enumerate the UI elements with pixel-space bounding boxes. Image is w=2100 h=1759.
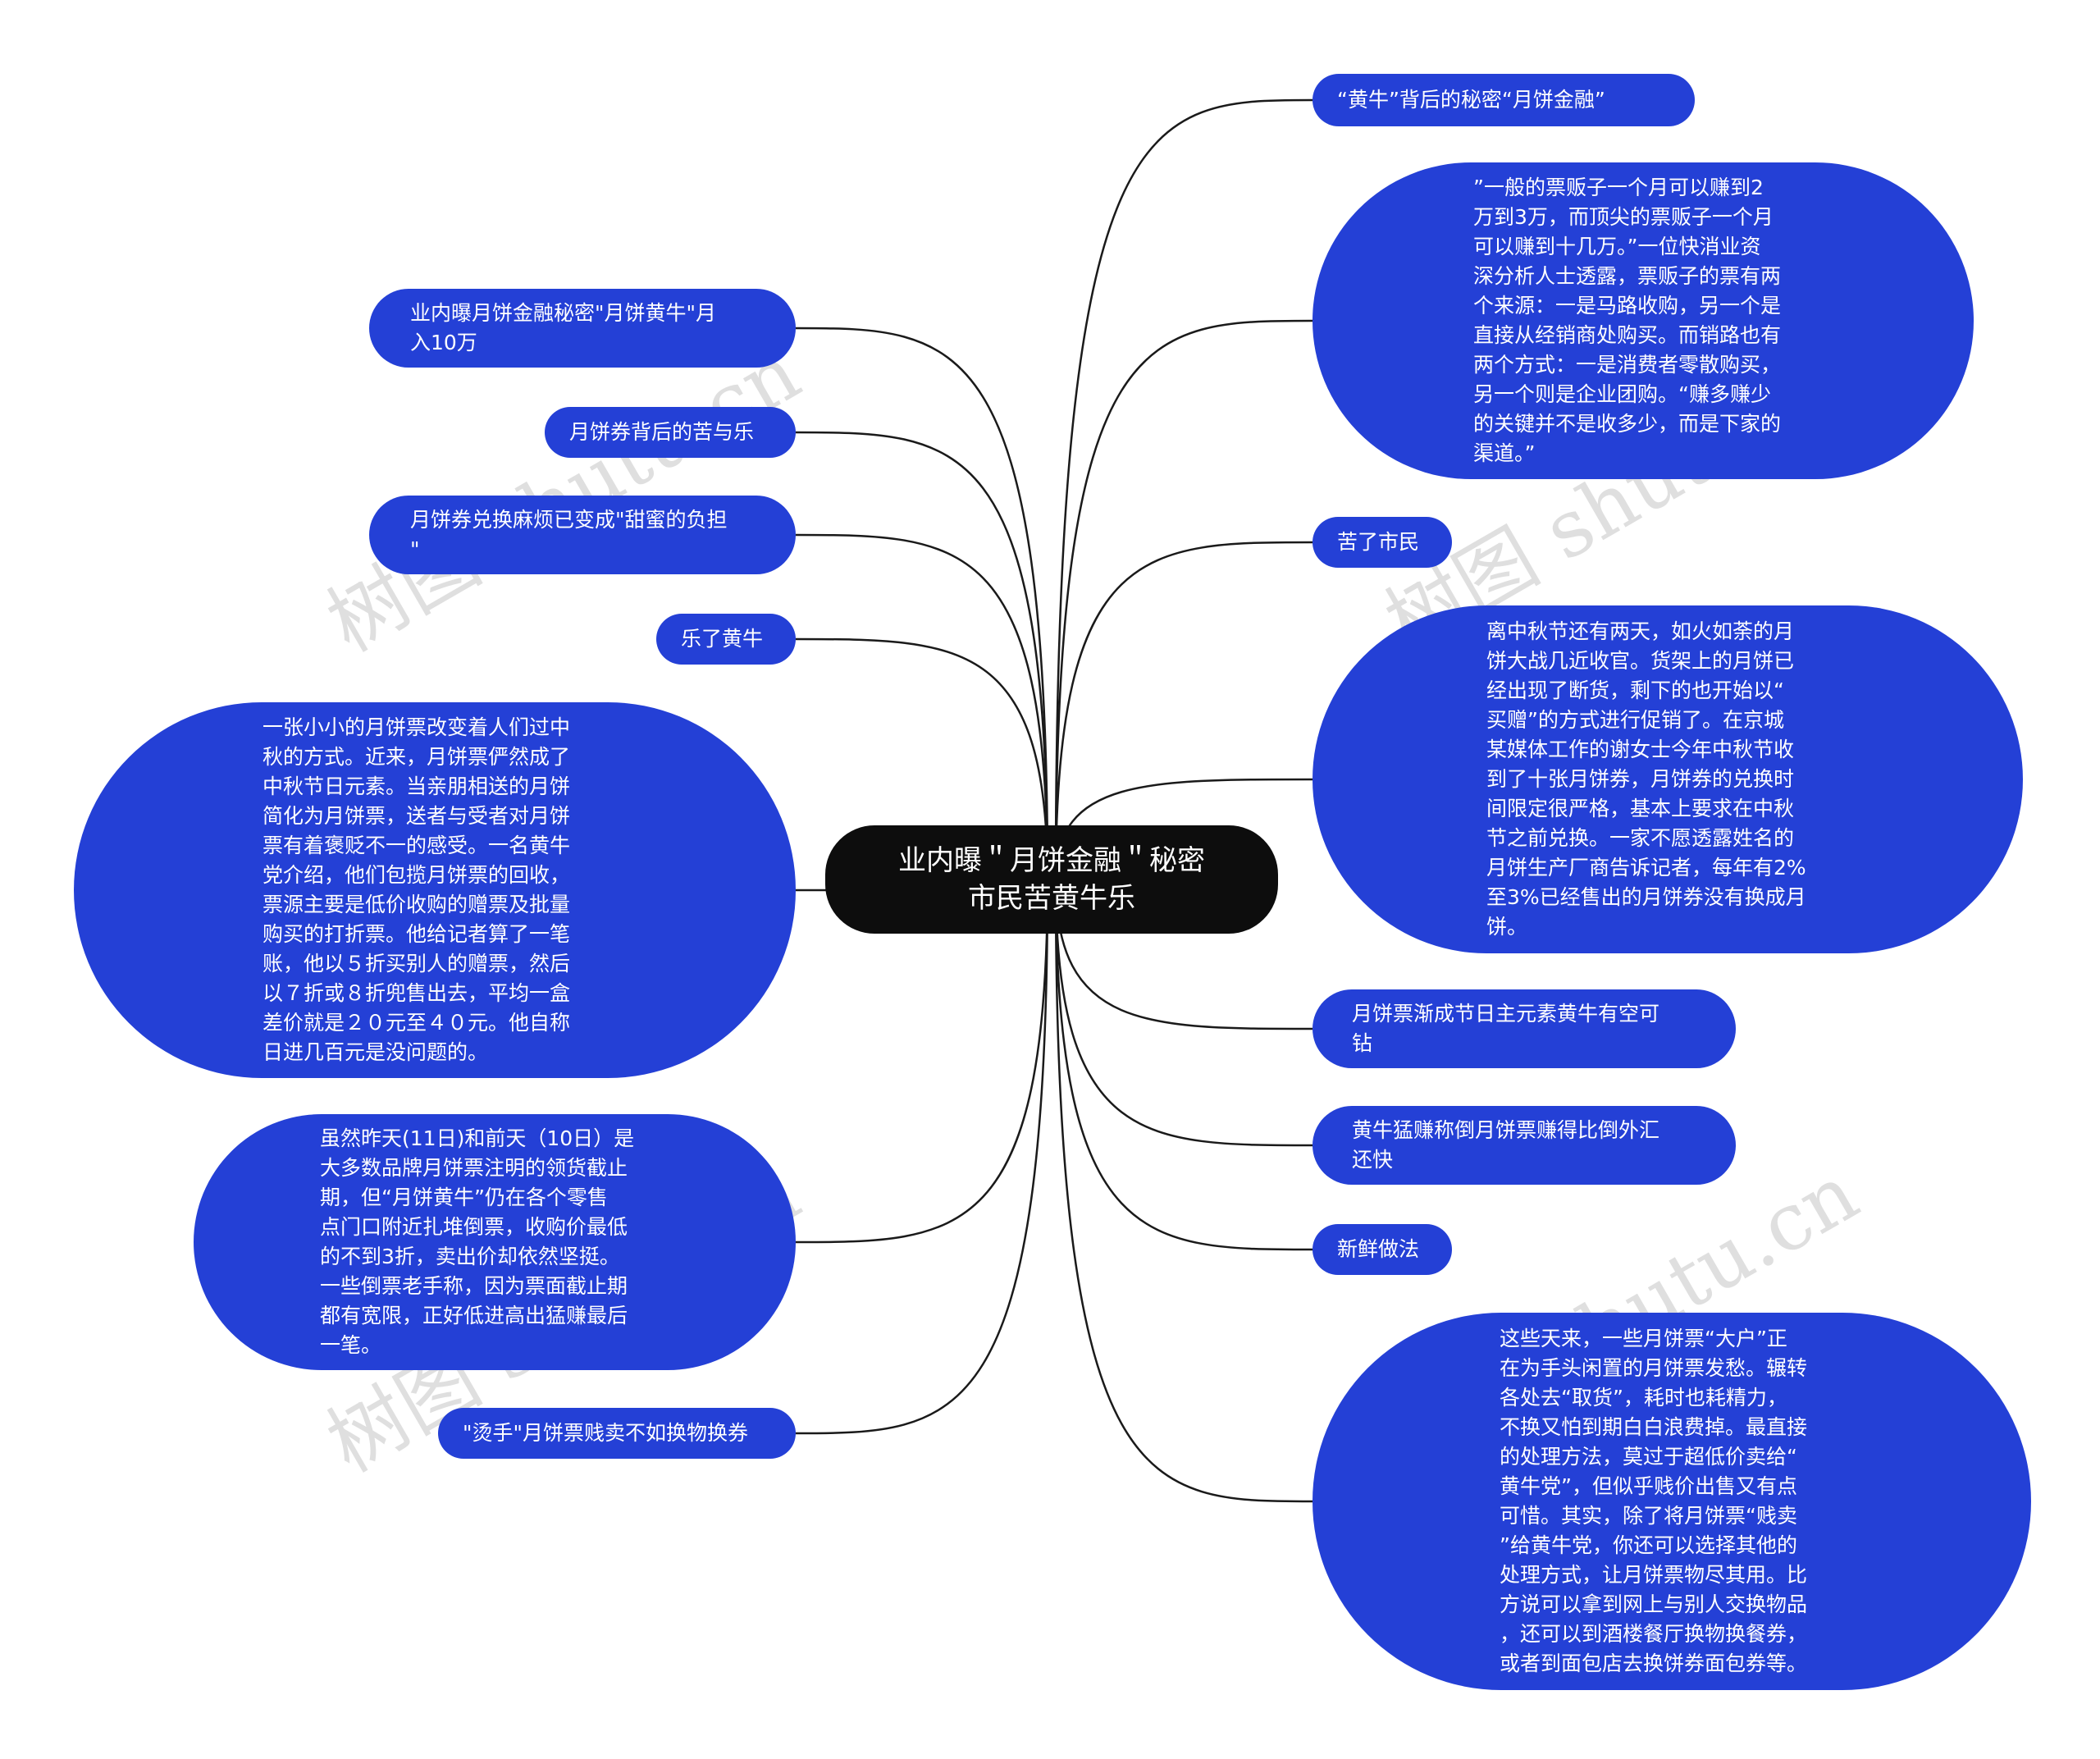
connector-line [1054,98,1313,880]
topic-node-right[interactable]: 黄牛猛赚称倒月饼票赚得比倒外汇 还快 [1312,1106,1736,1185]
topic-node-right[interactable]: 离中秋节还有两天，如火如荼的月 饼大战几近收官。货架上的月饼已 经出现了断货，剩… [1312,605,2023,953]
topic-node-right[interactable]: “黄牛”背后的秘密“月饼金融” [1312,74,1695,126]
topic-text: 新鲜做法 [1337,1237,1420,1261]
topic-text: "烫手"月饼票贱卖不如换物换券 [463,1421,748,1445]
connector-line [795,533,1049,880]
topic-node-right[interactable]: 这些天来，一些月饼票“大户”正 在为手头闲置的月饼票发愁。辗转 各处去“取货”，… [1312,1313,2031,1690]
connector-line [795,637,1049,880]
topic-text: 乐了黄牛 [681,627,764,651]
topic-text: 月饼票渐成节日主元素黄牛有空可 钻 [1352,1002,1660,1055]
topic-text: ”一般的票贩子一个月可以赚到2 万到3万，而顶尖的票贩子一个月 可以赚到十几万。… [1473,176,1782,465]
topic-text: 虽然昨天(11日)和前天（10日）是 大多数品牌月饼票注明的领货截止 期，但“月… [320,1126,635,1357]
topic-text: 月饼券兑换麻烦已变成"甜蜜的负担 " [410,508,728,561]
connector-line [1054,879,1313,1147]
topic-node-left[interactable]: 一张小小的月饼票改变着人们过中 秋的方式。近来，月饼票俨然成了 中秋节日元素。当… [74,702,796,1078]
topic-text: 月饼券背后的苦与乐 [569,420,755,444]
connector-line [1054,879,1313,1503]
topic-node-right[interactable]: 新鲜做法 [1312,1224,1452,1275]
topic-text: “黄牛”背后的秘密“月饼金融” [1337,88,1605,112]
connector-line [795,879,1049,1435]
topic-node-left[interactable]: 月饼券兑换麻烦已变成"甜蜜的负担 " [369,496,796,574]
topic-node-left[interactable]: 月饼券背后的苦与乐 [545,407,796,458]
topic-text: 这些天来，一些月饼票“大户”正 在为手头闲置的月饼票发愁。辗转 各处去“取货”，… [1500,1327,1808,1675]
connector-line [1054,541,1313,880]
connector-line [795,431,1049,880]
connector-line [1054,879,1313,1251]
topic-text: 一张小小的月饼票改变着人们过中 秋的方式。近来，月饼票俨然成了 中秋节日元素。当… [262,715,571,1064]
topic-node-left[interactable]: 业内曝月饼金融秘密"月饼黄牛"月 入10万 [369,289,796,368]
topic-node-right[interactable]: 苦了市民 [1312,517,1452,568]
topic-node-left[interactable]: 虽然昨天(11日)和前天（10日）是 大多数品牌月饼票注明的领货截止 期，但“月… [194,1114,796,1370]
topic-text: 离中秋节还有两天，如火如荼的月 饼大战几近收官。货架上的月饼已 经出现了断货，剩… [1486,619,1806,939]
root-topic-label: 业内曝＂月饼金融＂秘密 市民苦黄牛乐 [898,844,1205,915]
connector-line [795,879,1049,1244]
connector-line [1054,319,1313,880]
topic-node-right[interactable]: 月饼票渐成节日主元素黄牛有空可 钻 [1312,989,1736,1068]
topic-node-right[interactable]: ”一般的票贩子一个月可以赚到2 万到3万，而顶尖的票贩子一个月 可以赚到十几万。… [1312,162,1974,479]
topic-text: 黄牛猛赚称倒月饼票赚得比倒外汇 还快 [1352,1118,1660,1172]
topic-node-left[interactable]: 乐了黄牛 [656,614,796,665]
connector-line [795,327,1049,880]
topic-text: 苦了市民 [1337,530,1420,554]
root-topic[interactable]: 业内曝＂月饼金融＂秘密 市民苦黄牛乐 [825,825,1278,934]
topic-text: 业内曝月饼金融秘密"月饼黄牛"月 入10万 [410,301,716,354]
topic-node-left[interactable]: "烫手"月饼票贱卖不如换物换券 [438,1408,796,1459]
